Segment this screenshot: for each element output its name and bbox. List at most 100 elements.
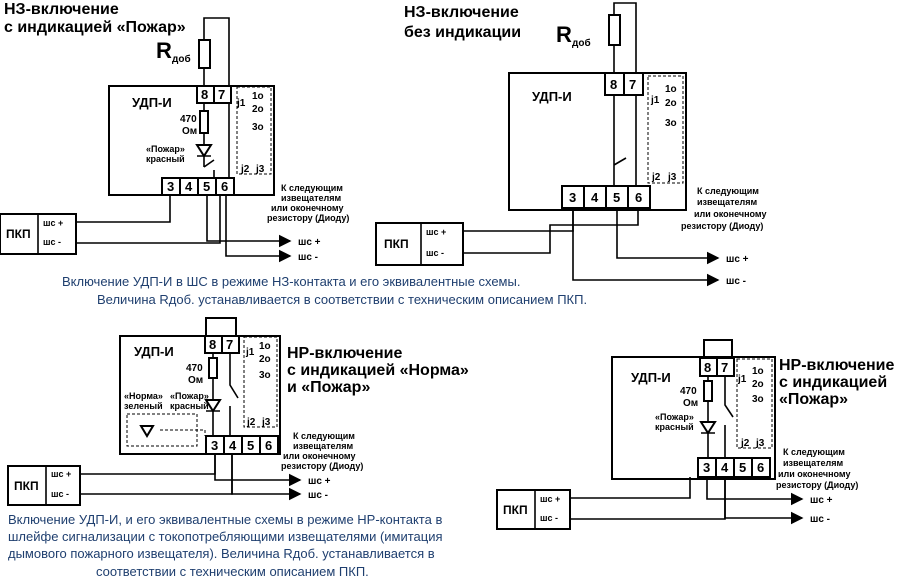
d3-jumper-block	[243, 336, 278, 428]
d4-resistor-unit: Ом	[683, 398, 698, 409]
d1-led-label-2: красный	[146, 154, 185, 164]
caption1-line1: Включение УДП-И в ШС в режиме НЗ-контакт…	[62, 274, 520, 289]
d4-pkp-plus: шс +	[540, 494, 560, 504]
d3-resistor-value: 470	[186, 363, 203, 374]
d3-pkp-plus: шс +	[51, 469, 71, 479]
d2-title-line1: НЗ-включение	[404, 4, 519, 21]
d3-title-line1: НР-включение	[287, 345, 403, 362]
d4-internal-resistor	[703, 380, 713, 402]
d1-next-4: резистору (Диоду)	[267, 213, 349, 223]
d3-terminal-5-label: 5	[247, 438, 254, 453]
d2-jumper-2: 2o	[665, 98, 677, 109]
d3-pkp-label: ПКП	[14, 479, 39, 493]
d1-out-minus-wire	[225, 195, 292, 263]
d3-led-fire-2: красный	[170, 401, 209, 411]
d2-pkp-label: ПКП	[384, 237, 409, 251]
d4-terminal-4-label: 4	[721, 460, 729, 475]
d1-jumper-j1: j1	[236, 98, 246, 109]
d3-led-norm-1: «Норма»	[124, 391, 163, 401]
d1-out-minus: шс -	[298, 252, 318, 263]
d1-jumper-j3: j3	[255, 164, 265, 175]
d4-out-plus: шс +	[810, 495, 833, 506]
d4-terminal-5-label: 5	[739, 460, 746, 475]
d1-terminal-4-label: 4	[185, 179, 193, 194]
d2-rdob-label: R	[556, 22, 572, 47]
d1-pkp-plus: шс +	[43, 218, 63, 228]
d1-jumper-1: 1o	[252, 91, 264, 102]
d3-next-2: извещателям	[293, 441, 354, 451]
d2-next-3: или оконечному	[694, 209, 766, 219]
d1-out-plus-wire	[206, 195, 292, 248]
d4-jumper-3: 3o	[752, 394, 764, 405]
d2-title-line2: без индикации	[404, 24, 521, 41]
d3-terminal-8-label: 8	[209, 337, 216, 352]
d3-terminal-6-label: 6	[265, 438, 272, 453]
d4-title-line2: с индикацией	[779, 374, 887, 391]
d3-next-1: К следующим	[293, 431, 355, 441]
d3-jumper-j2: j2	[246, 417, 256, 428]
d4-terminal-7-label: 7	[721, 360, 728, 375]
d3-pkp-minus: шс -	[51, 489, 69, 499]
d1-terminal-7	[213, 85, 232, 104]
d4-out-minus: шс -	[810, 514, 830, 525]
d2-terminal-6-label: 6	[635, 190, 642, 205]
d3-led-fire-icon	[204, 399, 222, 413]
d1-led-icon	[195, 144, 213, 158]
d1-terminal-6-label: 6	[221, 179, 228, 194]
d1-title-line1: НЗ-включение	[4, 1, 119, 18]
caption2-line3: дымового пожарного извещателя). Величина…	[8, 546, 435, 561]
d4-jumper-block	[736, 358, 773, 449]
d3-jumper-j1: j1	[245, 347, 255, 358]
d2-jumper-j3: j3	[667, 172, 677, 183]
d1-terminal-8-label: 8	[201, 87, 208, 102]
d2-device-box	[508, 72, 687, 211]
d2-jumper-j2: j2	[651, 172, 661, 183]
caption2-line4: соответствии с техническим описанием ПКП…	[96, 564, 369, 579]
d4-led-icon	[699, 421, 717, 435]
d4-jumper-j1: j1	[737, 374, 747, 385]
d4-pkp-minus: шс -	[540, 513, 558, 523]
d4-led-label-1: «Пожар»	[655, 412, 694, 422]
d2-next-2: извещателям	[697, 197, 758, 207]
d2-jumper-1: 1o	[665, 84, 677, 95]
d3-title-line2: с индикацией «Норма»	[287, 362, 469, 379]
d1-next-2: извещателям	[281, 193, 342, 203]
d1-jumper-j2: j2	[240, 164, 250, 175]
caption2-line1: Включение УДП-И, и его эквивалентные схе…	[8, 512, 442, 527]
d4-jumper-2: 2o	[752, 379, 764, 390]
d1-title-line2: с индикацией «Пожар»	[4, 19, 186, 36]
d4-terminal-6-label: 6	[757, 460, 764, 475]
d3-out-minus: шс -	[308, 490, 328, 501]
d3-jumper-1: 1o	[259, 341, 271, 352]
d2-pkp-box	[375, 222, 464, 266]
d1-resistor-value: 470	[180, 114, 197, 125]
d1-rdob-label: R	[156, 38, 172, 63]
d2-next-4: резистору (Диоду)	[681, 221, 763, 231]
d3-jumper-2: 2o	[259, 354, 271, 365]
d4-terminal-3-label: 3	[703, 460, 710, 475]
d3-terminal-7-label: 7	[226, 337, 233, 352]
d3-jumper-3: 3o	[259, 370, 271, 381]
d4-device-label: УДП-И	[631, 370, 671, 385]
d3-next-3: или оконечному	[283, 451, 355, 461]
d3-out-plus: шс +	[308, 476, 331, 487]
d1-rdob-wire	[203, 17, 230, 86]
d4-next-1: К следующим	[783, 447, 845, 457]
d4-top-jumper	[703, 339, 733, 358]
d2-out-minus: шс -	[726, 276, 746, 287]
d3-led-norm-2: зеленый	[124, 401, 163, 411]
d3-resistor-unit: Ом	[188, 375, 203, 386]
d2-device-label: УДП-И	[532, 89, 572, 104]
d2-terminal-3-label: 3	[569, 190, 576, 205]
d1-device-label: УДП-И	[132, 95, 172, 110]
d4-next-4: резистору (Диоду)	[776, 480, 858, 490]
d1-terminal-3-label: 3	[167, 179, 174, 194]
diagram-nz-no-indication: НЗ-включение без индикации R доб УДП-И 8…	[375, 2, 766, 287]
d2-terminal-6	[627, 185, 651, 209]
d2-jumper-j1: j1	[650, 95, 660, 106]
d4-resistor-value: 470	[680, 386, 697, 397]
d4-pkp-box	[496, 489, 571, 530]
d1-terminal-7-label: 7	[218, 87, 225, 102]
d2-rdob-sub: доб	[572, 37, 591, 49]
d2-terminal-7	[623, 72, 644, 96]
